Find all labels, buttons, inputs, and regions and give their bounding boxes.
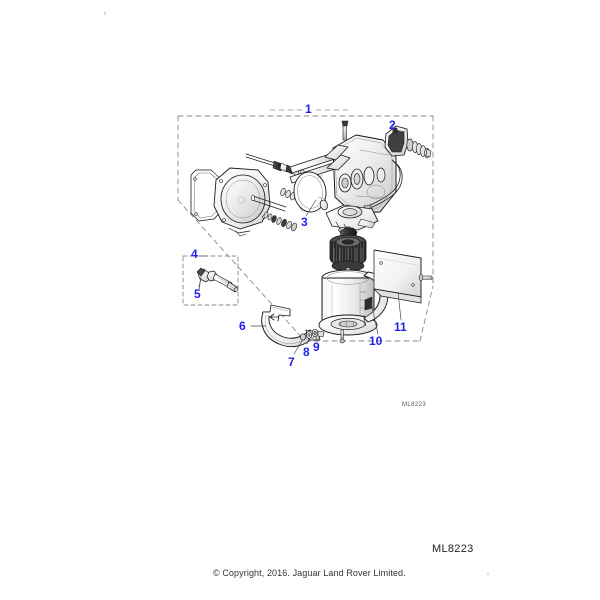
callout-4[interactable]: 4 <box>191 247 198 261</box>
washer-spring-row <box>251 188 298 232</box>
callout-5[interactable]: 5 <box>194 287 201 301</box>
callout-6[interactable]: 6 <box>239 319 246 333</box>
copyright-notice: © Copyright, 2016. Jaguar Land Rover Lim… <box>213 568 406 578</box>
callout-7[interactable]: 7 <box>288 355 295 369</box>
pump-cylinder-body <box>318 269 378 344</box>
motor-armature <box>329 227 367 279</box>
callout-9[interactable]: 9 <box>313 340 320 354</box>
accumulator-mount-plate <box>325 204 379 235</box>
callout-8[interactable]: 8 <box>303 345 310 359</box>
bracket-part-11 <box>373 249 433 304</box>
strap-clamp-part-6 <box>261 304 321 348</box>
callout-1[interactable]: 1 <box>305 102 312 116</box>
inset-detail-box <box>182 255 239 306</box>
fastener-group <box>300 329 325 341</box>
callout-11[interactable]: 11 <box>394 320 407 334</box>
callout-2[interactable]: 2 <box>389 118 396 132</box>
scan-artifact-speck <box>104 12 106 15</box>
plate-code-label: ML8223 <box>432 543 474 555</box>
callout-10[interactable]: 10 <box>369 334 383 348</box>
figure-code-label: ML8223 <box>402 402 427 408</box>
cover-housing <box>213 167 271 237</box>
seal-ring-part-3 <box>293 171 328 213</box>
main-valve-body <box>324 120 397 214</box>
inset-sensor-part <box>196 267 239 293</box>
connector-part-2 <box>384 125 432 159</box>
scan-artifact-speck-2 <box>487 572 489 575</box>
assembly-dashed-boundary <box>177 115 434 342</box>
leader-lines <box>198 109 402 355</box>
callout-3[interactable]: 3 <box>301 215 308 229</box>
